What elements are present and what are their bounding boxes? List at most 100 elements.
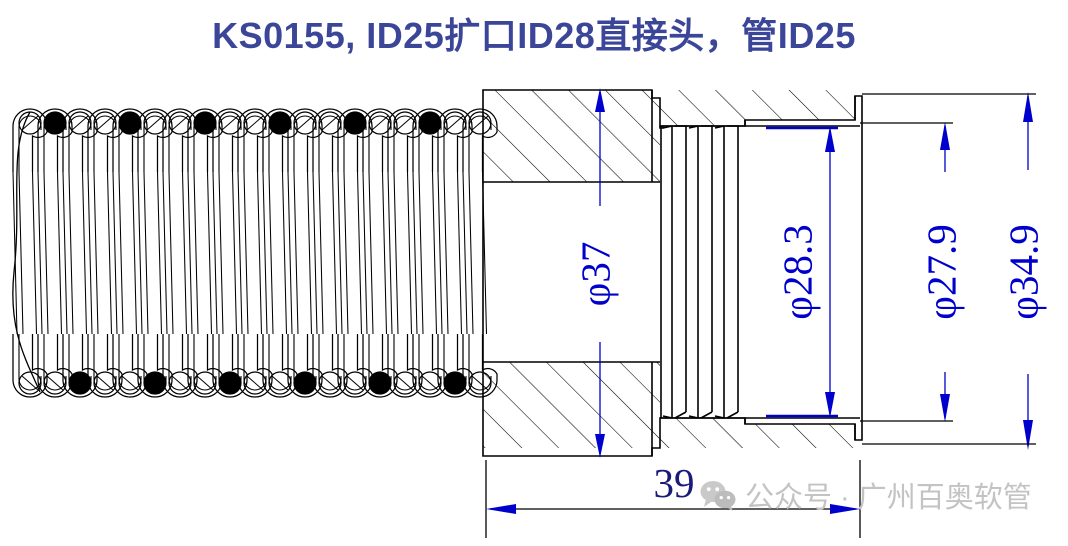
hose-bead: [243, 371, 267, 395]
hose-bead-tick: [21, 375, 39, 391]
hose-convolution-top: [187, 108, 223, 172]
hose-wall-lines: [12, 171, 488, 335]
hose-bead-filled: [268, 111, 292, 135]
hose-bead: [18, 111, 42, 135]
hose-bead: [93, 111, 117, 135]
hose-convolution-top: [237, 108, 273, 172]
hose-wall-line: [181, 171, 188, 335]
hose-wall-line: [368, 171, 374, 335]
hose-bead-tick: [421, 375, 439, 391]
hose-wall-line: [193, 171, 199, 335]
hose-bead: [268, 371, 292, 395]
hose-bead: [68, 111, 92, 135]
hose-convolution-top: [12, 108, 48, 172]
hose-bead: [443, 111, 467, 135]
hose-bead: [193, 371, 217, 395]
hose-bead-tick: [146, 115, 164, 131]
hose-bottom-convolutions: [12, 334, 498, 398]
hose-wall-line: [93, 171, 99, 335]
hose-convolution-bottom: [162, 334, 198, 398]
dimension-phi283: φ28.3: [766, 126, 838, 418]
hose-convolution-bottom: [312, 334, 348, 398]
hose-wall-line: [218, 171, 224, 335]
hose-wall-line: [318, 171, 324, 335]
hose-bead: [118, 371, 142, 395]
hose-bead-tick: [21, 115, 39, 131]
hose-wall-line: [293, 171, 299, 335]
hose-wall-line: [187, 171, 193, 335]
hose-wall-line: [331, 171, 338, 335]
hose-wall-line: [231, 171, 238, 335]
hose-wall-line: [406, 171, 413, 335]
hose-convolution-top: [212, 108, 248, 172]
hose-wall-line: [206, 171, 213, 335]
hose-wall-line: [112, 171, 118, 335]
hose-convolution-bottom: [12, 334, 48, 398]
hose-convolution-top: [362, 108, 398, 172]
hose-bead: [168, 111, 192, 135]
hose-wall-line: [137, 171, 143, 335]
hose-bead: [343, 371, 367, 395]
hose-bead-filled: [68, 371, 92, 395]
hose-wall-line: [62, 171, 68, 335]
hose-wall-line: [68, 171, 74, 335]
hose-wall-line: [212, 171, 218, 335]
hose-convolution-bottom: [412, 334, 448, 398]
hose-bead: [318, 371, 342, 395]
dimension-phi279: φ27.9: [860, 122, 970, 422]
dimension-phi283-label: φ28.3: [774, 224, 820, 319]
hose-bead-tick: [121, 375, 139, 391]
hose-convolution-top: [137, 108, 173, 172]
hose-convolution-bottom: [337, 334, 373, 398]
hose-bead-filled: [118, 111, 142, 135]
hose-bead-tick: [96, 375, 114, 391]
hose-convolution-top: [112, 108, 148, 172]
hose-wall-line: [262, 171, 268, 335]
hose-convolution-bottom: [62, 334, 98, 398]
hose-bead: [18, 371, 42, 395]
hose-bead-tick: [446, 115, 464, 131]
hose-bead-filled: [293, 371, 317, 395]
hose-wall-line: [312, 171, 318, 335]
hose-bead-tick: [171, 375, 189, 391]
hose-convolution-bottom: [237, 334, 273, 398]
hose-bead: [168, 371, 192, 395]
connector-outline: [482, 89, 863, 457]
hose-convolution-bottom: [112, 334, 148, 398]
hose-bead-tick: [321, 115, 339, 131]
hose-bead: [318, 111, 342, 135]
hose-bead: [393, 371, 417, 395]
hose-wall-line: [306, 171, 313, 335]
hose-wall-line: [43, 171, 49, 335]
hose-bead: [368, 111, 392, 135]
hose-bead-tick: [296, 115, 314, 131]
hose-convolution-top: [87, 108, 123, 172]
hose-bead: [243, 111, 267, 135]
hose-convolution-top: [62, 108, 98, 172]
hose-bead-tick: [246, 375, 264, 391]
hose-wall-line: [237, 171, 243, 335]
dimension-length39-label: 39: [654, 460, 695, 506]
hose-bead: [418, 371, 442, 395]
hose-wall-line: [18, 171, 24, 335]
hose-convolution-bottom: [262, 334, 298, 398]
hose-bead: [93, 371, 117, 395]
hose-bead-tick: [371, 115, 389, 131]
hose-wall-line: [393, 171, 399, 335]
hose-bead-tick: [71, 115, 89, 131]
hose-wall-line: [462, 171, 468, 335]
hose-wall-line: [343, 171, 349, 335]
hose-wall-line: [287, 171, 293, 335]
hose-convolution-top: [312, 108, 348, 172]
hose-wall-line: [118, 171, 124, 335]
hose-convolution-top: [412, 108, 448, 172]
hose-convolution-bottom: [287, 334, 323, 398]
hose-bead-tick: [171, 115, 189, 131]
hose-wall-line: [387, 171, 393, 335]
hose-bead: [293, 111, 317, 135]
hose-bead-tick: [271, 375, 289, 391]
hose-bead-tick: [196, 375, 214, 391]
hose-wall-line: [131, 171, 138, 335]
hose-convolution-bottom: [137, 334, 173, 398]
